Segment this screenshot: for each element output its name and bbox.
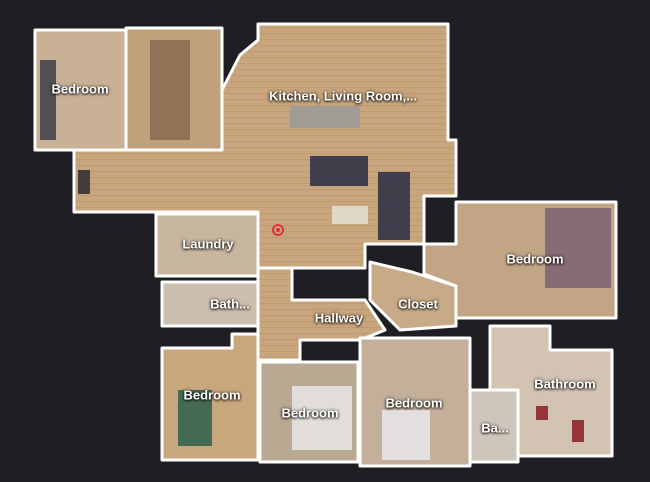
room-label-bedroom-nw[interactable]: Bedroom bbox=[51, 81, 109, 97]
room-label-bath-tiny[interactable]: Ba... bbox=[481, 420, 509, 436]
furniture-shape bbox=[78, 170, 90, 194]
room-label-bedroom-s1[interactable]: Bedroom bbox=[281, 405, 339, 421]
room-label-hallway[interactable]: Hallway bbox=[314, 310, 364, 326]
room-label-bedroom-east[interactable]: Bedroom bbox=[506, 251, 564, 267]
room-label-closet[interactable]: Closet bbox=[398, 296, 438, 312]
table-shape bbox=[332, 206, 368, 224]
room-label-bath-small[interactable]: Bath... bbox=[210, 296, 250, 312]
bed-shape bbox=[292, 386, 352, 450]
furniture-shape bbox=[40, 60, 56, 140]
sofa-shape bbox=[310, 156, 368, 186]
room-label-kitchen[interactable]: Kitchen, Living Room,... bbox=[268, 88, 418, 104]
bed-shape bbox=[382, 410, 430, 460]
room-label-bedroom-sw[interactable]: Bedroom bbox=[183, 387, 241, 403]
rug-shape bbox=[536, 406, 548, 420]
room-hallway[interactable] bbox=[256, 266, 387, 362]
bed-shape bbox=[545, 208, 611, 288]
room-label-laundry[interactable]: Laundry bbox=[182, 236, 234, 252]
dining-table-shape bbox=[150, 40, 190, 140]
room-closet[interactable] bbox=[368, 260, 458, 332]
counter-shape bbox=[290, 106, 360, 128]
room-label-bedroom-s2[interactable]: Bedroom bbox=[385, 395, 443, 411]
location-marker-icon[interactable] bbox=[272, 224, 284, 236]
sofa-shape bbox=[378, 172, 410, 240]
room-label-bathroom[interactable]: Bathroom bbox=[534, 376, 596, 392]
rug-shape bbox=[572, 420, 584, 442]
bed-shape bbox=[178, 390, 212, 446]
